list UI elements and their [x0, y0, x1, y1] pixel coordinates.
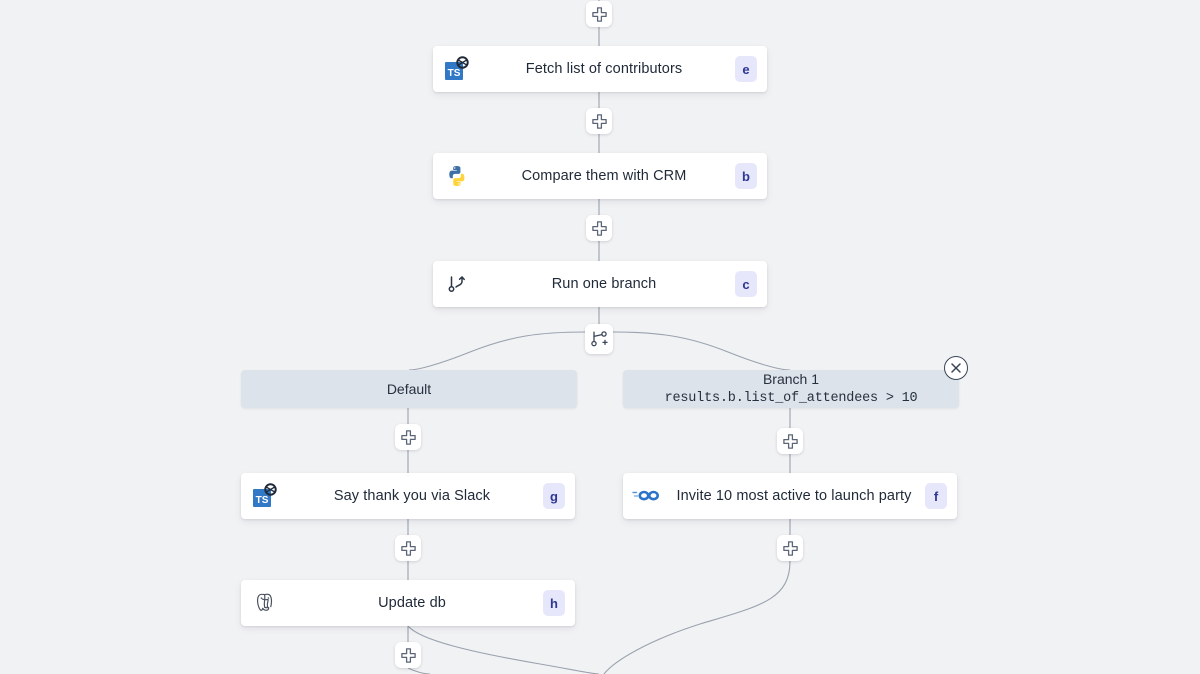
- node-label: Say thank you via Slack: [333, 488, 491, 504]
- add-step-button[interactable]: [777, 428, 803, 454]
- add-step-button[interactable]: [586, 1, 612, 27]
- node-badge[interactable]: c: [735, 271, 757, 297]
- add-step-button[interactable]: [586, 108, 612, 134]
- node-badge[interactable]: b: [735, 163, 757, 189]
- node-run-one-branch[interactable]: Run one branch c: [433, 261, 767, 307]
- branch-icon: [433, 261, 477, 307]
- node-label: Update db: [378, 595, 446, 611]
- plus-icon: [782, 540, 798, 556]
- go-icon: [623, 473, 667, 519]
- add-step-button[interactable]: [395, 424, 421, 450]
- edge-f-merge: [603, 560, 791, 674]
- node-compare-them-with-crm[interactable]: Compare them with CRM b: [433, 153, 767, 199]
- python-icon: [433, 153, 477, 199]
- plus-icon: [591, 113, 607, 129]
- node-badge[interactable]: h: [543, 590, 565, 616]
- node-badge[interactable]: e: [735, 56, 757, 82]
- node-badge[interactable]: g: [543, 483, 565, 509]
- edge-split-to-default: [408, 331, 586, 371]
- branch-title: Default: [386, 381, 432, 397]
- typescript-icon: TS: [241, 473, 285, 519]
- close-icon: [951, 363, 961, 373]
- plus-icon: [591, 220, 607, 236]
- add-step-button[interactable]: [777, 535, 803, 561]
- node-invite-10-most-active-to-launch-party[interactable]: Invite 10 most active to launch party f: [623, 473, 957, 519]
- node-label: Invite 10 most active to launch party: [676, 488, 912, 504]
- add-step-button[interactable]: [586, 215, 612, 241]
- branch-title: Branch 1: [762, 371, 820, 387]
- add-step-button[interactable]: [395, 642, 421, 668]
- edge-h-merge-stub: [407, 667, 431, 674]
- svg-text:TS: TS: [448, 68, 461, 79]
- remove-branch-button[interactable]: [944, 356, 968, 380]
- branch-condition: results.b.list_of_attendees > 10: [664, 391, 918, 406]
- node-badge[interactable]: f: [925, 483, 947, 509]
- edge-split-to-branch1: [612, 331, 791, 371]
- edge-h-merge: [407, 625, 600, 674]
- postgresql-icon: [241, 580, 285, 626]
- node-update-db[interactable]: Update db h: [241, 580, 575, 626]
- node-label: Run one branch: [551, 276, 657, 292]
- plus-icon: [591, 6, 607, 22]
- add-branch-button[interactable]: [585, 324, 613, 354]
- node-label: Compare them with CRM: [521, 168, 687, 184]
- branch-add-icon: [590, 331, 608, 347]
- svg-text:TS: TS: [256, 495, 269, 506]
- add-step-button[interactable]: [395, 535, 421, 561]
- plus-icon: [400, 429, 416, 445]
- node-fetch-list-of-contributors[interactable]: TS Fetch list of contributors e: [433, 46, 767, 92]
- node-say-thank-you-via-slack[interactable]: TS Say thank you via Slack g: [241, 473, 575, 519]
- node-label: Fetch list of contributors: [525, 61, 683, 77]
- plus-icon: [400, 647, 416, 663]
- branch-box-default[interactable]: Default: [241, 370, 577, 408]
- plus-icon: [400, 540, 416, 556]
- typescript-icon: TS: [433, 46, 477, 92]
- branch-box-branch-1[interactable]: Branch 1 results.b.list_of_attendees > 1…: [623, 370, 959, 408]
- plus-icon: [782, 433, 798, 449]
